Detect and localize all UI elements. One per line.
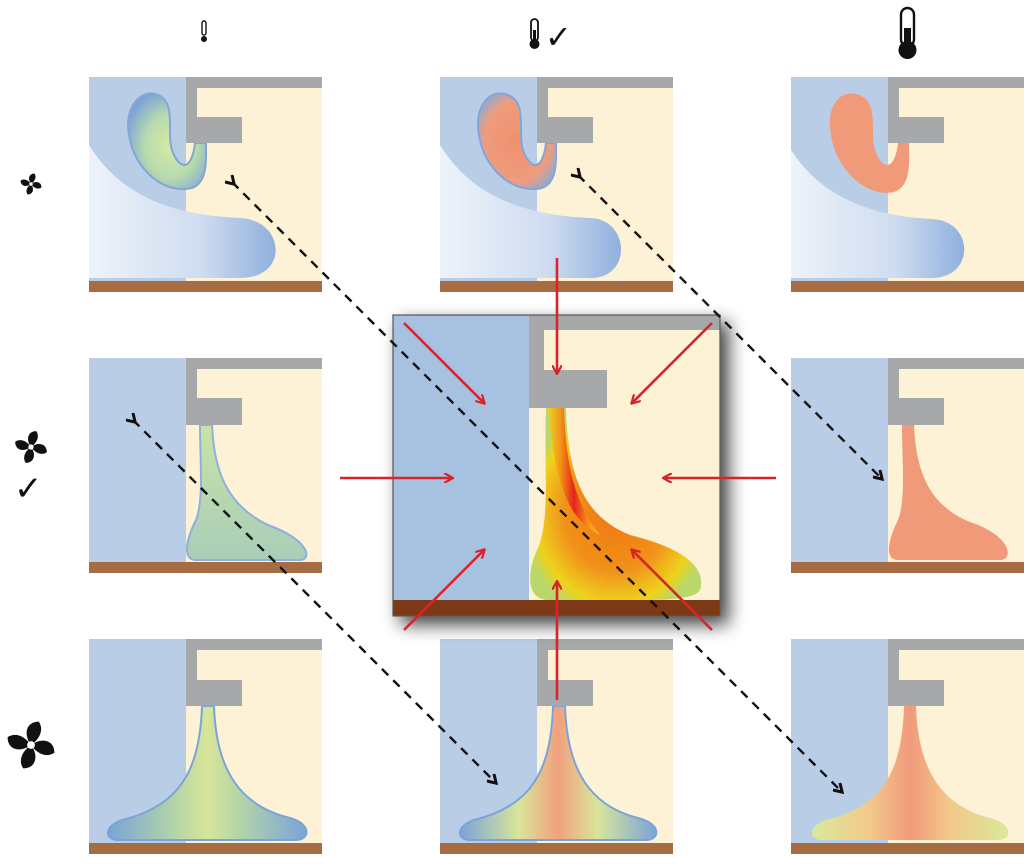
column-header-low-temperature [201, 20, 207, 42]
thermometer-small-icon [201, 20, 207, 42]
thermometer-medium-icon [529, 18, 540, 49]
checkmark-icon: ✓ [14, 469, 43, 509]
diagonal-arrow-left [133, 420, 494, 781]
fan-medium-icon [15, 431, 47, 463]
panel-high-temp-medium-airflow [791, 358, 1024, 573]
row-header-medium-airflow: ✓ [14, 431, 47, 509]
checkmark-icon: ✓ [545, 18, 572, 56]
tradeoff-arrows [133, 175, 880, 790]
thermometer-large-icon [898, 6, 917, 59]
diagonal-arrow-right [578, 175, 880, 477]
row-header-low-airflow [20, 173, 42, 195]
panel-low-temp-low-airflow [89, 77, 322, 292]
panel-high-temp-low-airflow [791, 77, 1024, 292]
panel-low-temp-high-airflow [89, 639, 322, 854]
panel-high-temp-high-airflow [791, 639, 1024, 854]
fan-small-icon [20, 173, 42, 195]
fan-large-icon [7, 721, 55, 769]
column-header-high-temperature [898, 6, 917, 59]
panel-low-temp-medium-airflow [89, 358, 322, 573]
column-header-medium-temperature: ✓ [529, 18, 572, 56]
row-header-high-airflow [7, 721, 55, 769]
